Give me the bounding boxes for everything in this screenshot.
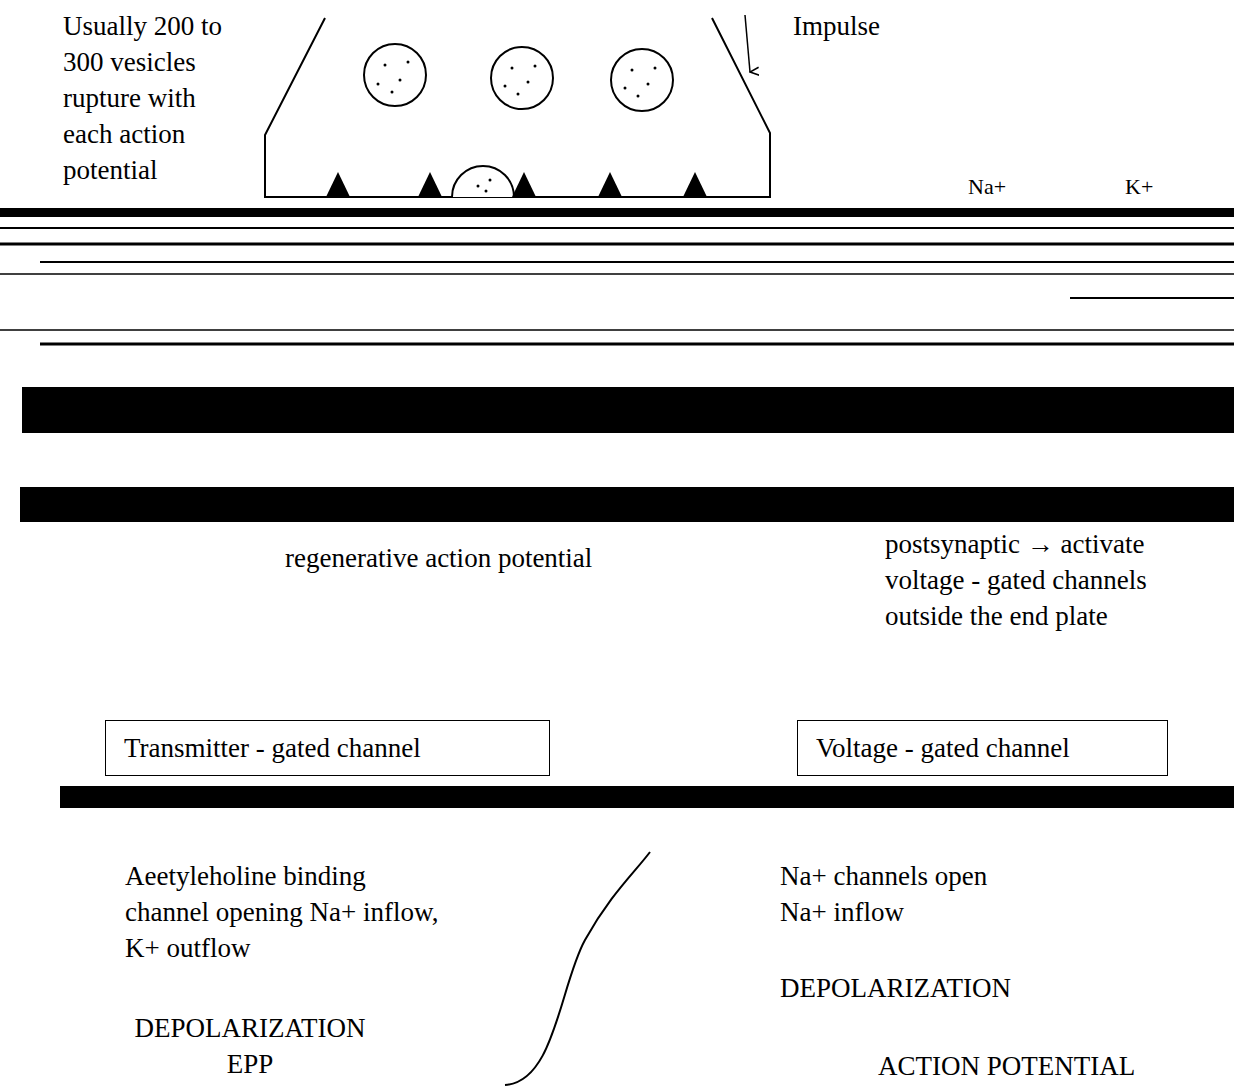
vesicles <box>364 44 673 197</box>
nerve-terminal <box>265 18 770 197</box>
membrane-lines <box>0 208 1234 344</box>
scan-bars <box>20 387 1234 808</box>
annotation-text: DEPOLARIZATION <box>780 970 1011 1006</box>
annotation-text: Na+ <box>968 174 1006 200</box>
sigmoid-curve <box>505 852 650 1085</box>
release-sites <box>326 172 707 197</box>
annotation-text: DEPOLARIZATION EPP <box>125 1010 375 1082</box>
channel-title: Voltage - gated channel <box>816 733 1070 763</box>
impulse-arrow <box>745 15 750 72</box>
annotation-text: Usually 200 to 300 vesicles rupture with… <box>63 8 238 188</box>
channel-box: Voltage - gated channel <box>797 720 1168 776</box>
annotation-text: ACTION POTENTIAL <box>878 1048 1135 1084</box>
vesicle-dots <box>377 61 657 193</box>
channel-title: Transmitter - gated channel <box>124 733 421 763</box>
annotation-text: Aeetyleholine binding channel opening Na… <box>125 858 445 966</box>
annotation-text: Impulse <box>793 8 880 44</box>
annotation-text: postsynaptic → activate voltage - gated … <box>885 526 1205 634</box>
channel-box: Transmitter - gated channel <box>105 720 550 776</box>
annotation-text: Na+ channels open Na+ inflow <box>780 858 1020 930</box>
annotation-text: K+ <box>1125 174 1153 200</box>
annotation-text: regenerative action potential <box>285 540 592 576</box>
